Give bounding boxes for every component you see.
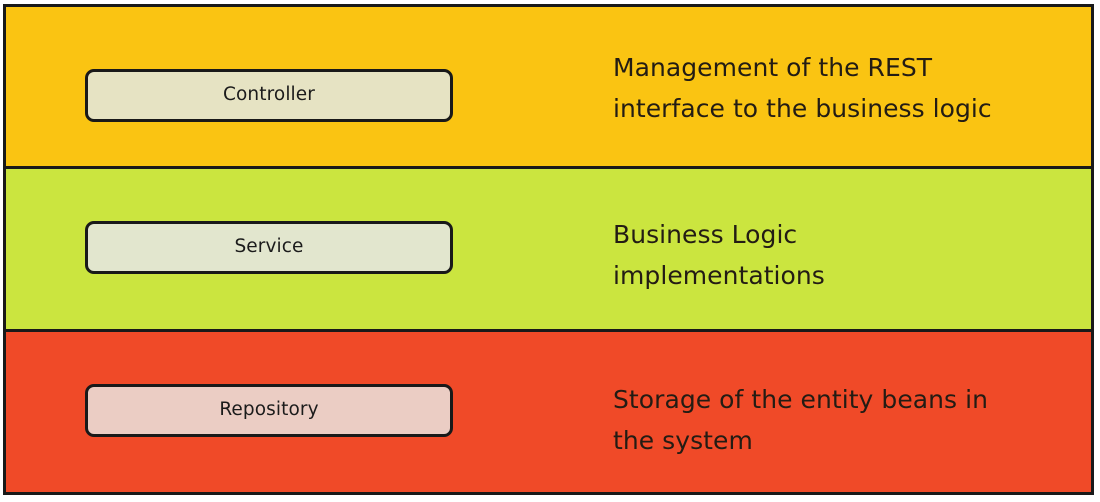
- architecture-diagram: Controller Management of the REST interf…: [3, 4, 1094, 495]
- component-box-controller[interactable]: Controller: [85, 69, 453, 122]
- component-box-service[interactable]: Service: [85, 221, 453, 274]
- layer-controller: Controller Management of the REST interf…: [6, 7, 1091, 169]
- layer-description-service: Business Logic implementations: [613, 220, 825, 290]
- layer-repository: Repository Storage of the entity beans i…: [6, 332, 1091, 492]
- layer-service: Service Business Logic implementations: [6, 169, 1091, 332]
- component-label-repository: Repository: [219, 399, 319, 421]
- layer-description-repository: Storage of the entity beans in the syste…: [613, 385, 988, 455]
- component-box-repository[interactable]: Repository: [85, 384, 453, 437]
- layer-description-controller: Management of the REST interface to the …: [613, 53, 992, 123]
- component-label-service: Service: [234, 236, 304, 258]
- component-label-controller: Controller: [222, 84, 315, 106]
